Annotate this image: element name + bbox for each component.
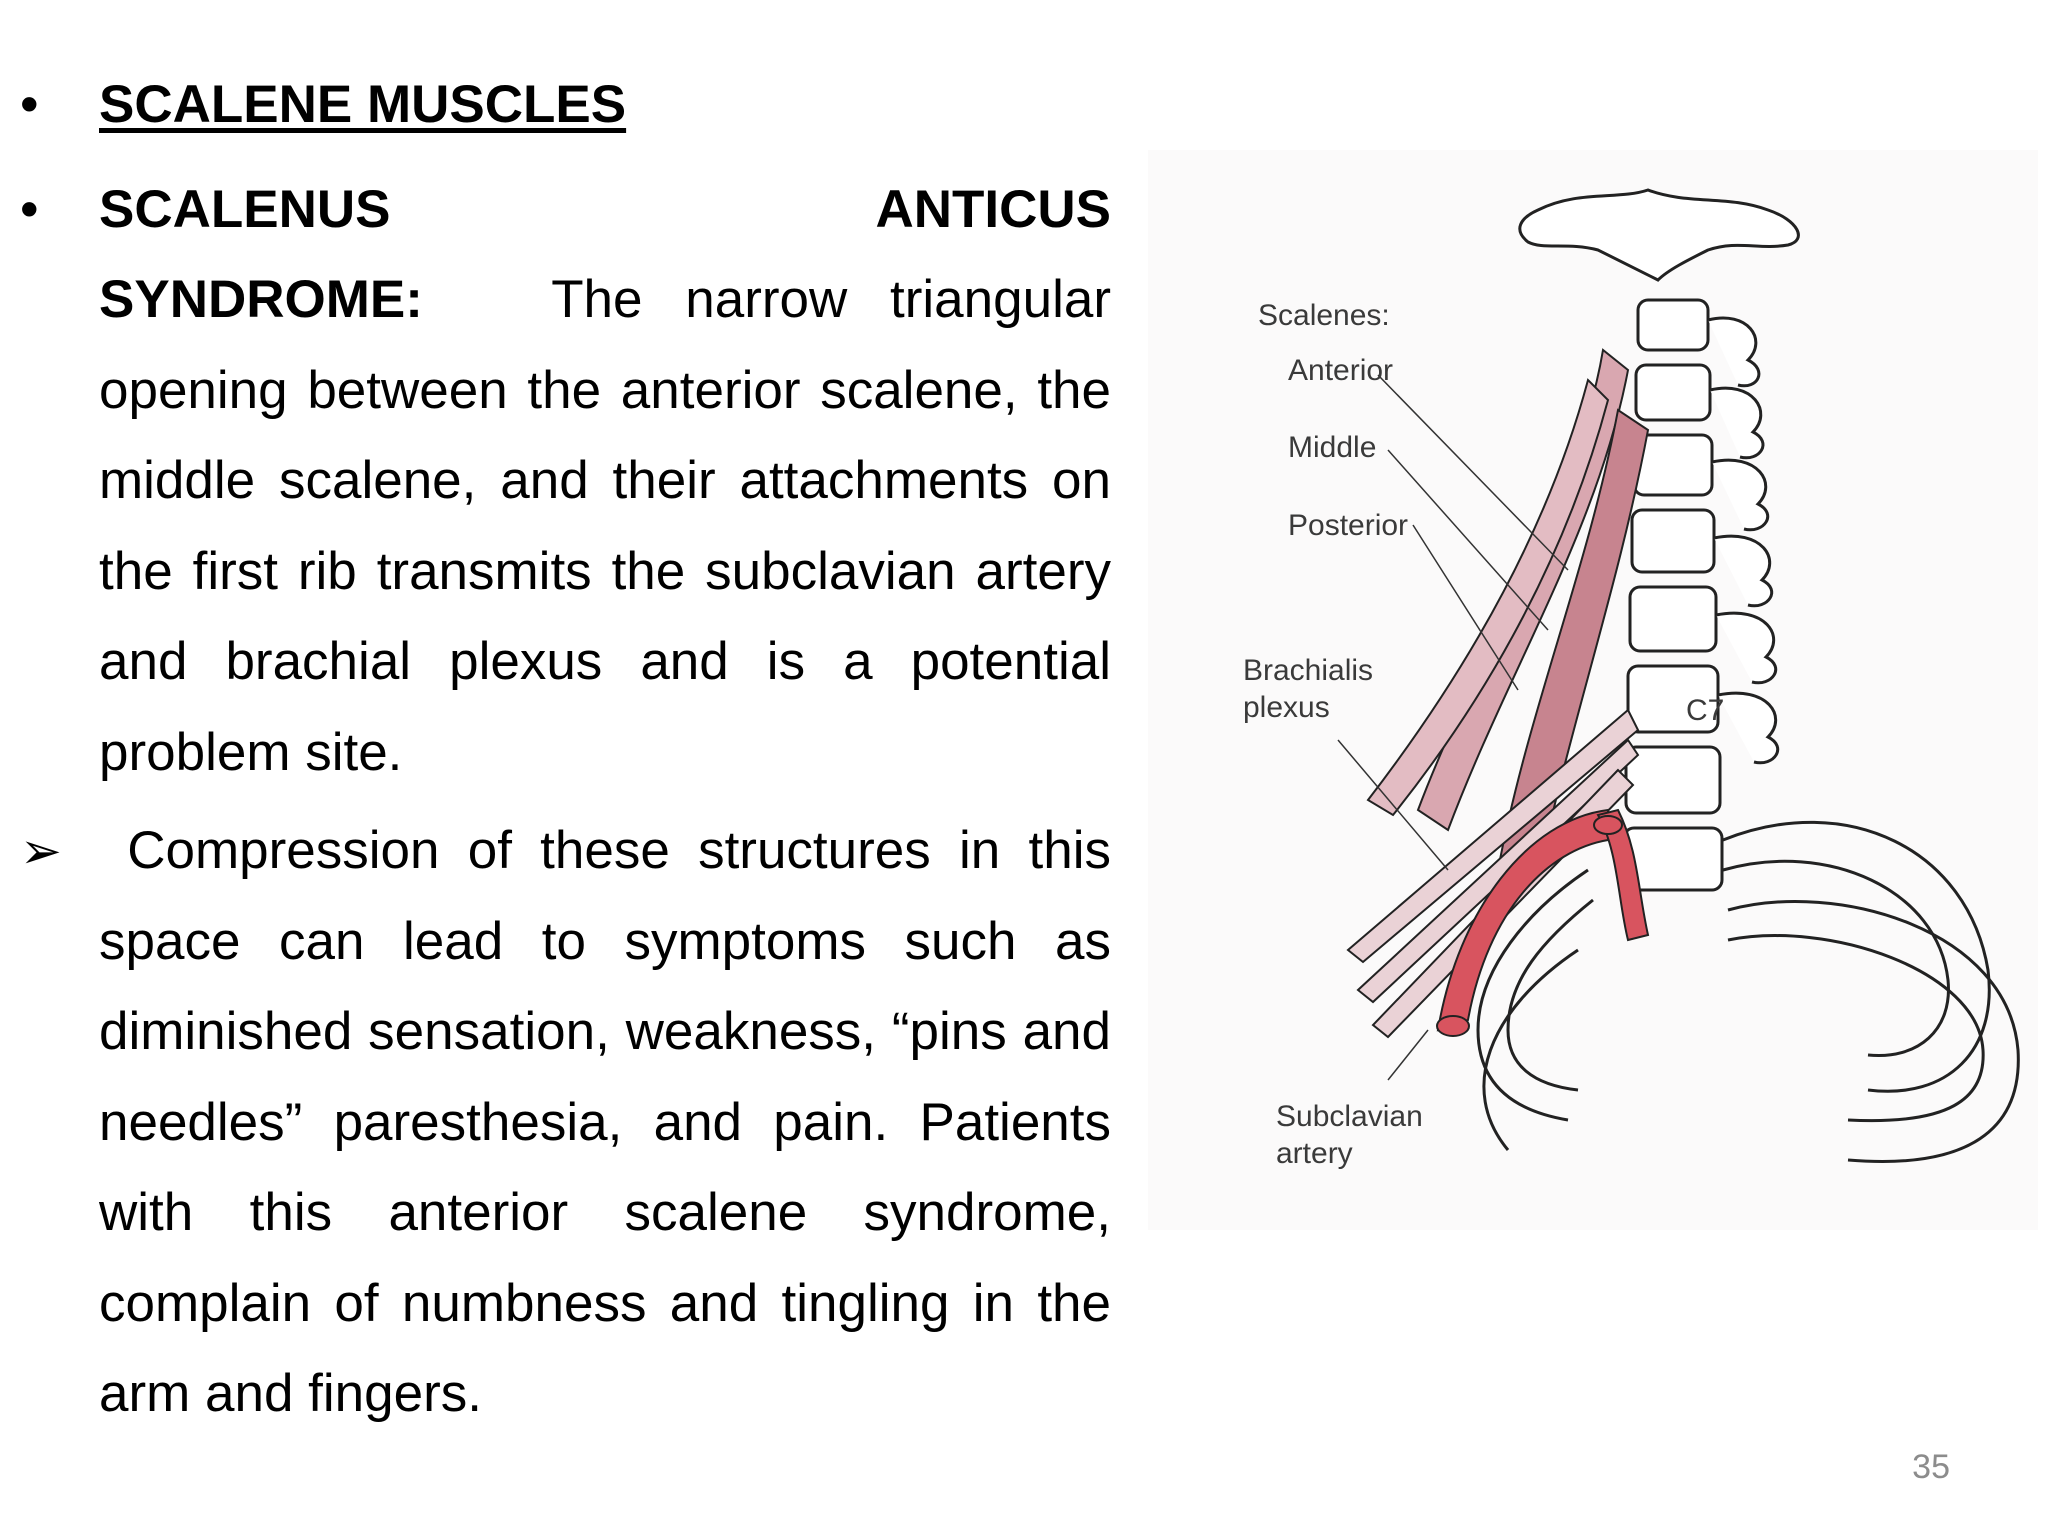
label-scalenes: Scalenes: [1258,299,1390,332]
scalene-anatomy-illustration: Scalenes: Anterior Middle Posterior Brac… [1243,188,2020,1170]
slide-heading: SCALENE MUSCLES [99,75,627,134]
label-subclavian-line1: Subclavian [1276,1100,1423,1133]
label-brachialis-line2: plexus [1243,691,1330,724]
page-number: 35 [1912,1448,1950,1486]
heading-row: • SCALENE MUSCLES [0,60,1120,151]
label-anterior: Anterior [1288,354,1393,387]
label-posterior: Posterior [1288,509,1408,542]
anatomy-figure: Scalenes: Anterior Middle Posterior Brac… [1148,150,2038,1230]
label-subclavian-line2: artery [1276,1137,1353,1170]
compression-text: Compression of these structures in this … [99,821,1111,1423]
syndrome-text: The narrow triangular opening between th… [99,270,1111,782]
scalene-muscle-group [1366,348,1650,882]
compression-paragraph: Compression of these structures in this … [99,806,1111,1440]
bullet-marker: • [20,75,39,134]
label-brachialis-line1: Brachialis [1243,654,1373,687]
arrow-bullet-icon: ➢ [20,823,62,879]
bullet-marker: • [20,179,39,239]
syndrome-paragraph: SCALENUS ANTICUS SYNDROME: The narrow tr… [99,165,1111,799]
syndrome-lead: SCALENUS ANTICUS SYNDROME: [99,179,1111,330]
brachial-plexus-shape [1346,708,1640,1039]
label-middle: Middle [1288,431,1376,464]
compression-row: ➢ Compression of these structures in thi… [0,806,1120,1440]
syndrome-row: • SCALENUS ANTICUS SYNDROME: The narrow … [0,165,1120,799]
slide-text: • SCALENE MUSCLES • SCALENUS ANTICUS SYN… [0,60,1120,1440]
label-c7: C7 [1686,694,1724,727]
